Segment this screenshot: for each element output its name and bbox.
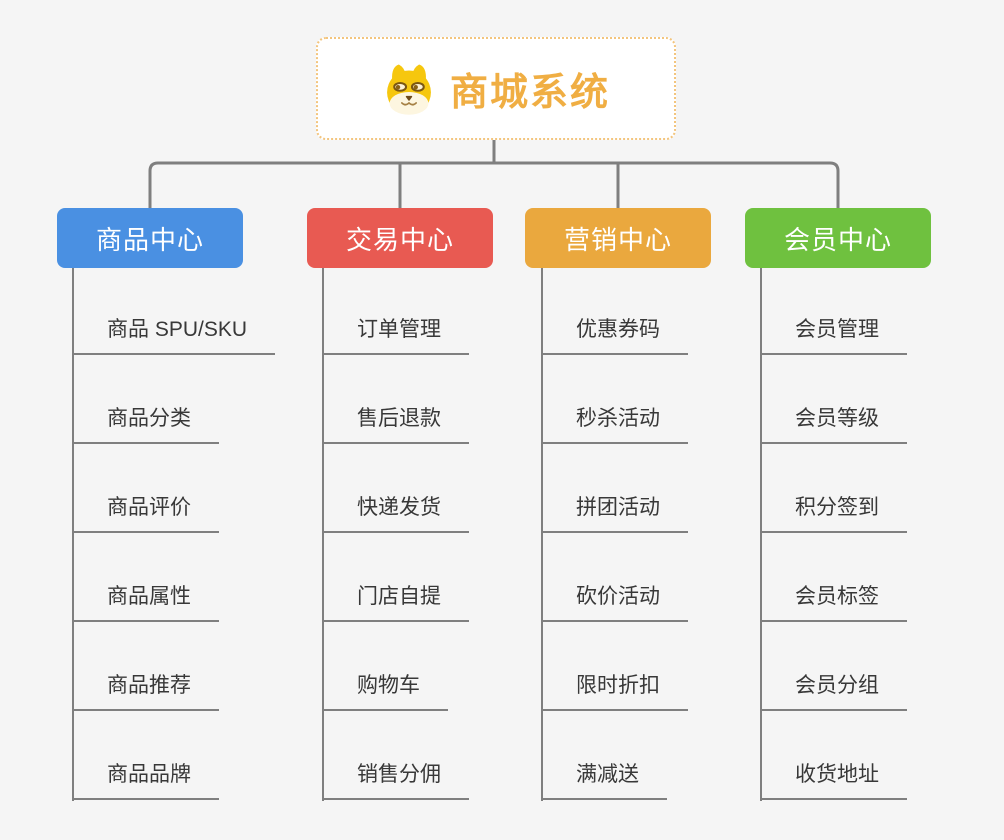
root-node[interactable]: 商城系统 [316,37,676,140]
leaf-node[interactable]: 商品评价 [73,492,219,533]
leaf-node[interactable]: 商品 SPU/SKU [73,314,276,355]
leaf-node[interactable]: 会员等级 [761,403,907,444]
leaf-node[interactable]: 售后退款 [323,403,469,444]
leaf-node[interactable]: 秒杀活动 [542,403,688,444]
leaf-node[interactable]: 销售分佣 [323,759,469,800]
branch-node-product-center[interactable]: 商品中心 [57,208,243,268]
leaf-node[interactable]: 收货地址 [761,759,907,800]
branch-node-member-center[interactable]: 会员中心 [745,208,931,268]
branch-node-trade-center[interactable]: 交易中心 [307,208,493,268]
leaf-node[interactable]: 商品推荐 [73,670,219,711]
branch-node-marketing-center[interactable]: 营销中心 [525,208,711,268]
leaf-node[interactable]: 商品品牌 [73,759,219,800]
leaf-node[interactable]: 会员分组 [761,670,907,711]
leaf-node[interactable]: 积分签到 [761,492,907,533]
leaf-node[interactable]: 拼团活动 [542,492,688,533]
leaf-node[interactable]: 商品属性 [73,581,219,622]
leaf-node[interactable]: 限时折扣 [542,670,688,711]
leaf-node[interactable]: 会员标签 [761,581,907,622]
root-title: 商城系统 [449,72,610,114]
leaf-node[interactable]: 优惠券码 [542,314,688,355]
leaf-node[interactable]: 门店自提 [323,581,469,622]
connector-branch-rail [148,161,840,208]
doge-icon [387,64,431,115]
leaf-node[interactable]: 订单管理 [323,314,469,355]
leaf-node[interactable]: 会员管理 [761,314,907,355]
leaf-node[interactable]: 快递发货 [323,492,469,533]
leaf-node[interactable]: 购物车 [323,670,448,711]
leaf-node[interactable]: 商品分类 [73,403,219,444]
leaf-node[interactable]: 满减送 [542,759,667,800]
leaf-node[interactable]: 砍价活动 [542,581,688,622]
